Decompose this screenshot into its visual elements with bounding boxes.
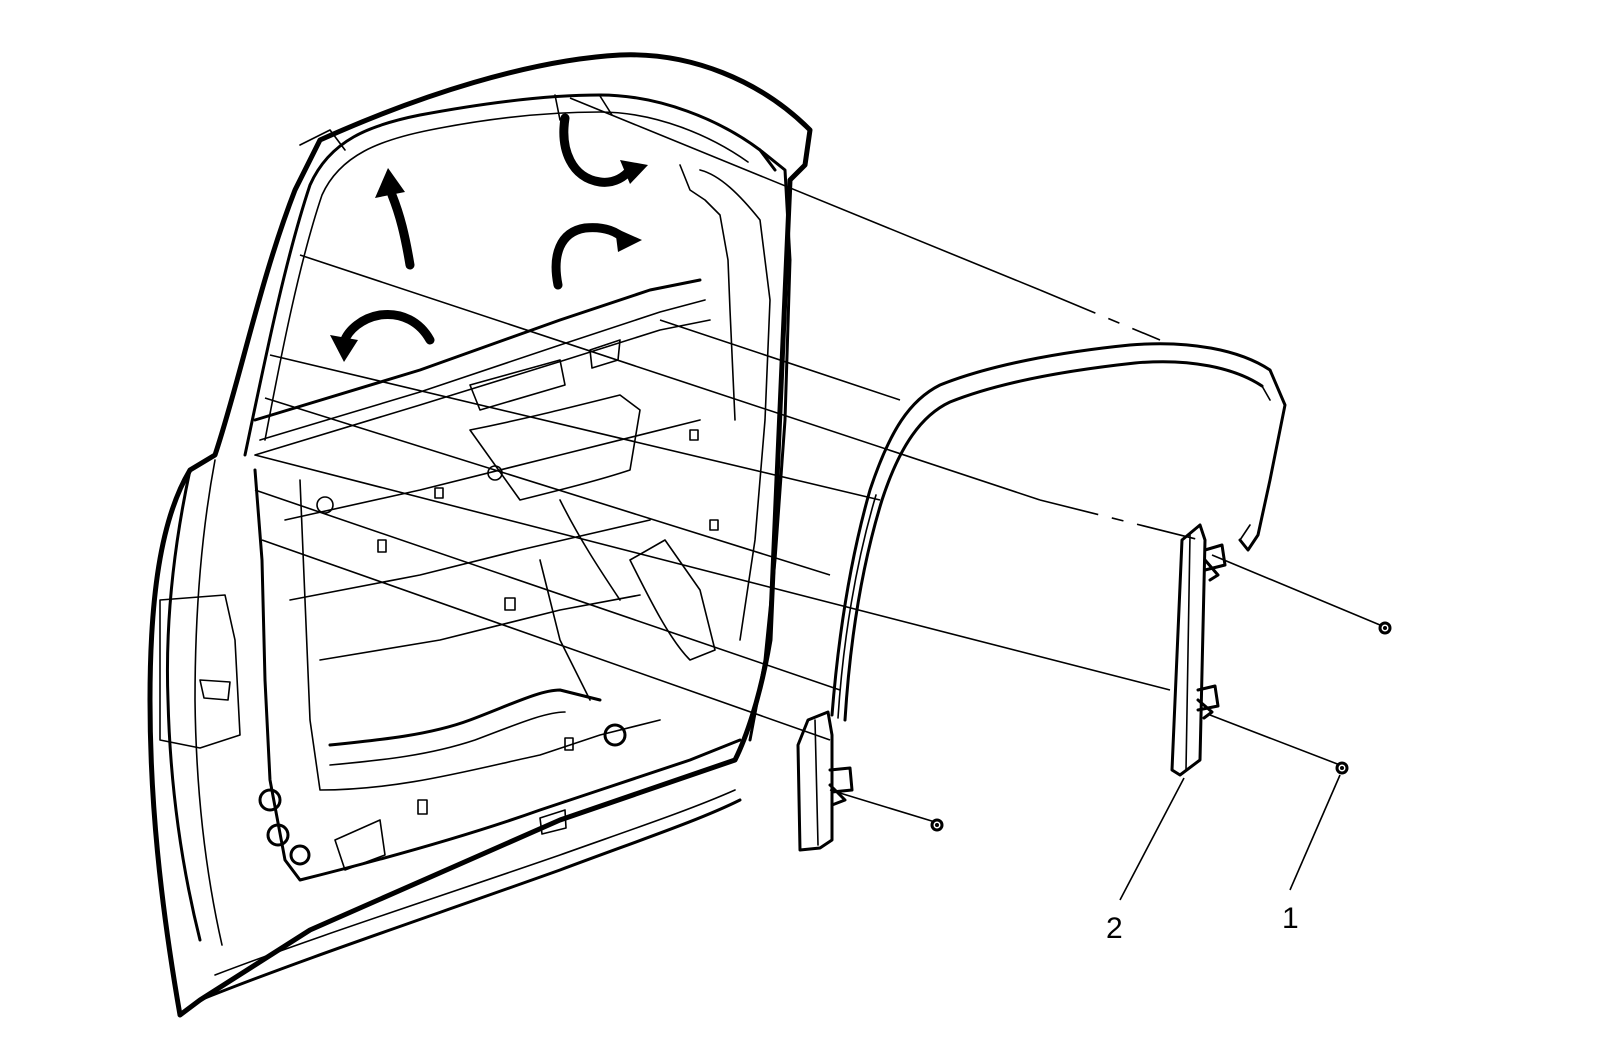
alignment-line: [829, 789, 936, 823]
alignment-line: [1209, 714, 1341, 766]
grommet: [603, 723, 627, 747]
panel-hole: [709, 519, 719, 531]
rear-run-channel: [1170, 523, 1227, 777]
panel-hole: [434, 487, 444, 499]
panel-hole: [377, 539, 387, 553]
hinge-pillar: [165, 468, 202, 942]
callouts: 1 2: [1106, 774, 1341, 945]
nut-icon: [930, 818, 944, 832]
inner-pocket-2: [469, 394, 641, 501]
grommet: [316, 496, 334, 514]
beltline-2: [259, 299, 706, 441]
b-pillar-channel: [748, 148, 792, 742]
grommet: [289, 844, 311, 866]
fasteners: [930, 621, 1392, 832]
window-frame-inner: [243, 93, 777, 457]
beltline: [253, 278, 702, 422]
panel-hole: [417, 799, 428, 815]
alignment-lines: [254, 97, 1381, 823]
alignment-line: [1211, 554, 1381, 626]
panel-hole: [504, 597, 516, 611]
alignment-line: [1039, 289, 1161, 341]
alignment-line: [261, 539, 831, 741]
alignment-line: [569, 97, 1041, 291]
callout-leader-2: [1119, 777, 1185, 901]
inner-rail-2: [289, 519, 651, 601]
curved-arrow-icon: [551, 223, 642, 290]
inner-rail-3: [319, 594, 641, 661]
grommet: [258, 788, 282, 812]
grommets: [258, 465, 627, 866]
callout-label-1: 1: [1282, 902, 1299, 935]
lower-sill-2: [214, 789, 736, 976]
curved-arrow-icon: [330, 309, 435, 362]
alignment-line: [1039, 499, 1201, 541]
panel-hole: [564, 737, 574, 751]
speaker-cutout: [629, 539, 716, 661]
grommet: [266, 823, 290, 847]
nut-icon: [1378, 621, 1392, 635]
alignment-line: [659, 319, 901, 401]
hinge-bracket: [159, 594, 241, 749]
front-channel-bracket: [796, 710, 854, 852]
b-pillar-channel-2: [699, 169, 771, 641]
alignment-line: [299, 254, 1041, 501]
alignment-line: [254, 454, 1171, 691]
latch-pocket: [334, 809, 567, 871]
glass-run-channel: [830, 342, 1287, 722]
nut-icon: [1335, 761, 1349, 775]
curved-arrow-icon: [559, 113, 648, 187]
wire-harness: [328, 688, 602, 747]
panel-holes: [377, 429, 719, 815]
lower-sill: [198, 798, 742, 1002]
window-frame-inner-3: [299, 94, 613, 151]
alignment-line: [269, 354, 881, 501]
callout-leader-1: [1289, 774, 1341, 891]
window-frame-inner-2: [264, 111, 749, 441]
inner-panel-outline: [253, 468, 742, 882]
hinge-pillar-2: [194, 459, 223, 946]
rotation-arrows: [330, 113, 648, 362]
inner-panel-lower: [299, 479, 661, 791]
inner-rail-1: [284, 419, 701, 521]
alignment-line: [264, 397, 831, 576]
curved-arrow-icon: [375, 168, 415, 270]
door-outer-outline: [147, 52, 813, 1018]
callout-label-2: 2: [1106, 912, 1123, 945]
beltline-3: [254, 319, 711, 456]
wire-harness-2: [329, 711, 566, 766]
panel-hole: [689, 429, 699, 441]
alignment-line: [254, 489, 841, 691]
b-pillar-channel-3: [679, 164, 736, 421]
speaker-cutout-2: [539, 499, 621, 701]
door-assembly: [147, 52, 813, 1018]
